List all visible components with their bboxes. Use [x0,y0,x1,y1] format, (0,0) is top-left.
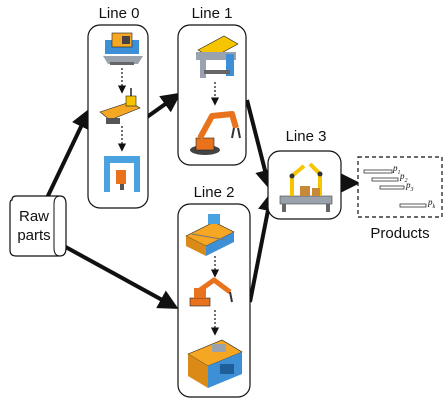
arrow-raw-to-line2 [61,243,179,309]
assembly-robots-icon [279,162,333,212]
excavator-arm-icon [189,277,233,307]
raw-parts-label-bottom: parts [17,227,51,244]
product-label-pk: pk [428,197,436,210]
product-bars-icon [363,169,427,208]
line3-label: Line 3 [285,128,327,145]
product-label-p3: p3 [406,180,414,193]
gantry-icon [104,156,140,192]
products-label: Products [370,225,430,242]
robot-arm-icon [190,111,241,155]
raw-parts-shape [9,195,67,257]
arrow-line2-to-line3 [248,191,278,303]
gantry-robot-icon [196,35,239,78]
line2-label: Line 2 [193,184,235,201]
press-machine-icon [103,32,143,65]
milling-table-icon [185,214,235,256]
product-label-p1: p1 [393,163,401,176]
conveyor-arm-icon [99,88,141,124]
arrow-line1-to-line3 [245,99,275,190]
cnc-machine-icon [187,339,243,388]
arrow-raw-to-line0 [44,108,91,201]
line0-label: Line 0 [98,5,140,22]
line1-label: Line 1 [191,5,233,22]
raw-parts-label-top: Raw [18,208,49,225]
product-label-p2: p2 [400,171,408,184]
line3-box [267,150,342,220]
